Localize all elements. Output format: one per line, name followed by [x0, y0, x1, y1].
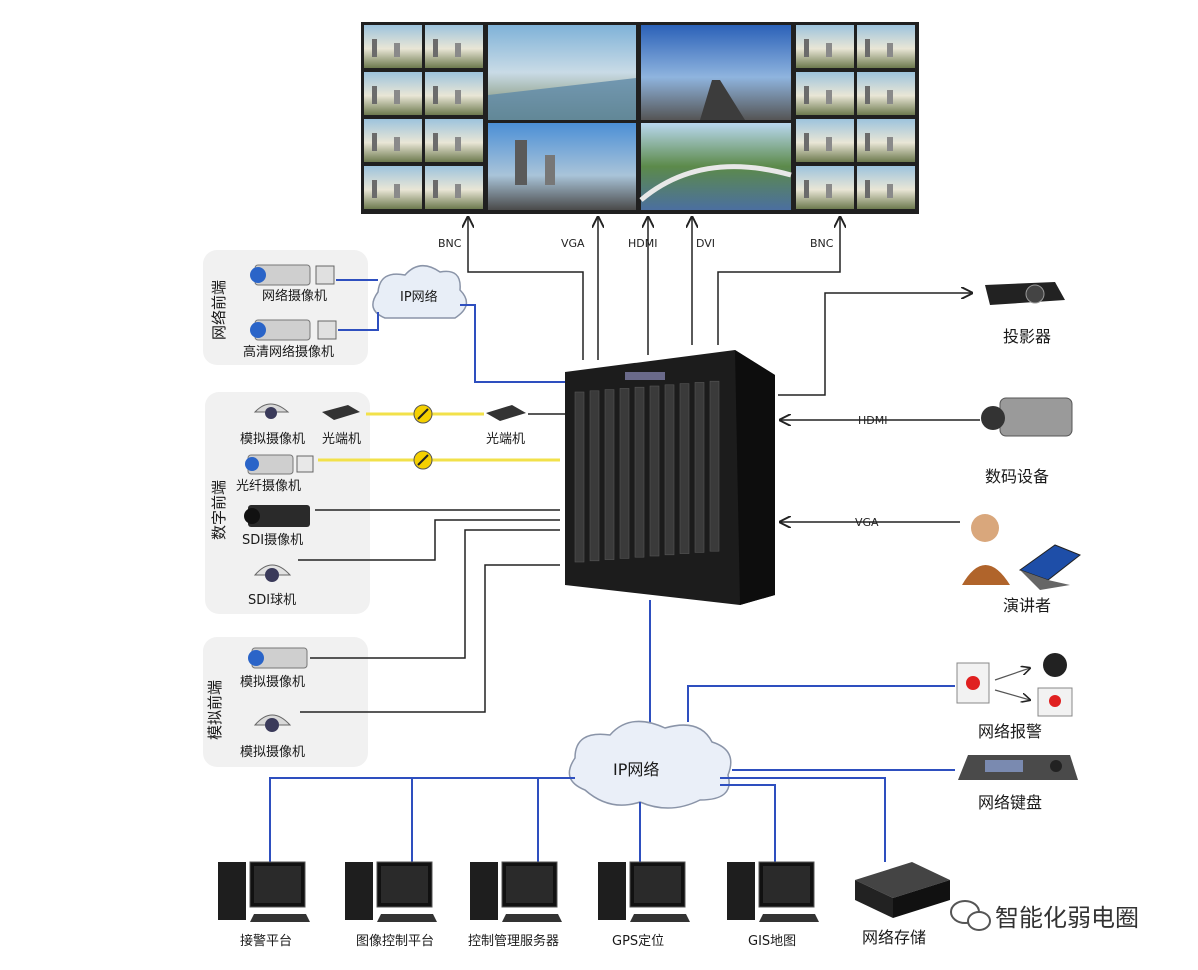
group-label-digital-front: 数字前端 [210, 480, 228, 540]
optical-transmitter-label: 光端机 [322, 432, 361, 447]
fiber-connector-icon-1 [413, 404, 433, 424]
wechat-icon [950, 900, 991, 931]
projector-label: 投影器 [1003, 327, 1051, 346]
digital-device-label: 数码设备 [985, 467, 1049, 486]
analog-dome-label: 模拟摄像机 [240, 745, 305, 760]
projector-link [778, 293, 972, 396]
network-keyboard-label: 网络键盘 [978, 793, 1042, 812]
camcorder-icon [981, 397, 1073, 437]
network-keyboard-icon [958, 755, 1078, 780]
pc3-label: 控制管理服务器 [468, 933, 559, 949]
matrix-card-slot [634, 386, 645, 558]
network-camera-icon [250, 264, 335, 286]
group-label-analog-front: 模拟前端 [206, 680, 224, 740]
port-label-vga-in: VGA [855, 516, 879, 529]
matrix-card-slot [694, 382, 705, 553]
fiber-camera-icon [245, 454, 314, 475]
network-front-links [336, 279, 565, 383]
optical-transmitter-icon [322, 405, 360, 420]
fiber-camera-label: 光纤摄像机 [236, 479, 301, 494]
matrix-card-slot [709, 380, 720, 552]
ip-network-cloud: IP网络 [568, 720, 732, 809]
port-label-dvi-top: DVI [696, 237, 715, 250]
sdi-dome-label: SDI球机 [248, 593, 296, 608]
video-wall [361, 22, 919, 214]
port-label-vga-top: VGA [561, 237, 585, 250]
ip-network-links [269, 685, 955, 865]
analog-camera-icon [248, 647, 308, 669]
svg-text:IP网络: IP网络 [400, 289, 438, 305]
matrix-card-slot [589, 390, 600, 562]
pc4-label: GPS定位 [612, 934, 664, 949]
sdi-dome-camera-icon [253, 564, 292, 582]
hd-network-camera-icon [250, 319, 337, 341]
network-alarm-label: 网络报警 [978, 722, 1042, 741]
ip-network-cloud-small: IP网络 [372, 265, 468, 319]
projector-icon [985, 282, 1065, 305]
matrix-card-slot [604, 389, 615, 560]
matrix-card-slot [664, 384, 675, 556]
network-camera-label: 网络摄像机 [262, 288, 327, 304]
workstations [218, 861, 819, 922]
output-connections [468, 217, 840, 360]
sdi-camera-icon [244, 505, 310, 527]
network-alarm-icon [956, 653, 1073, 717]
analog-camera-label: 模拟摄像机 [240, 675, 305, 690]
video-matrix-switcher [565, 350, 775, 605]
presenter-icon [962, 514, 1081, 590]
pc2-label: 图像控制平台 [356, 934, 434, 949]
watermark-text: 智能化弱电圈 [995, 904, 1139, 932]
presenter-label: 演讲者 [1003, 596, 1051, 615]
video-wall-left-screens [364, 25, 483, 209]
matrix-card-slot [679, 383, 690, 554]
port-label-hdmi-top: HDMI [628, 237, 657, 250]
digital-front-panel [205, 392, 370, 614]
matrix-card-slot [619, 388, 630, 559]
optical-receiver-label: 光端机 [486, 432, 525, 447]
workstation-icon [470, 861, 562, 922]
port-label-bnc-right: BNC [810, 237, 834, 250]
fiber-connector-icon-2 [413, 450, 433, 470]
matrix-card-slot [574, 391, 585, 563]
network-storage-icon [855, 862, 950, 918]
workstation-icon [345, 861, 437, 922]
analog-dome-camera-icon-1 [253, 403, 290, 419]
sdi-camera-label: SDI摄像机 [242, 533, 303, 548]
analog-front-panel [203, 637, 368, 767]
port-label-hdmi-in: HDMI [858, 414, 887, 427]
hd-network-camera-label: 高清网络摄像机 [243, 344, 334, 360]
wall-screen-city [488, 123, 636, 210]
network-storage-label: 网络存储 [862, 928, 926, 947]
analog-dome-camera-icon [253, 714, 292, 732]
analog-camera-label-digital: 模拟摄像机 [240, 432, 305, 447]
optical-receiver-icon [486, 405, 526, 421]
workstation-icon [727, 861, 819, 922]
pc5-label: GIS地图 [748, 934, 796, 949]
group-label-network-front: 网络前端 [210, 280, 228, 340]
pc1-label: 接警平台 [240, 933, 292, 949]
workstation-icon [218, 861, 310, 922]
matrix-card-slot [649, 385, 660, 557]
port-label-bnc-left: BNC [438, 237, 462, 250]
workstation-icon [598, 861, 690, 922]
svg-text:IP网络: IP网络 [613, 760, 659, 779]
video-wall-right-screens [796, 25, 915, 209]
